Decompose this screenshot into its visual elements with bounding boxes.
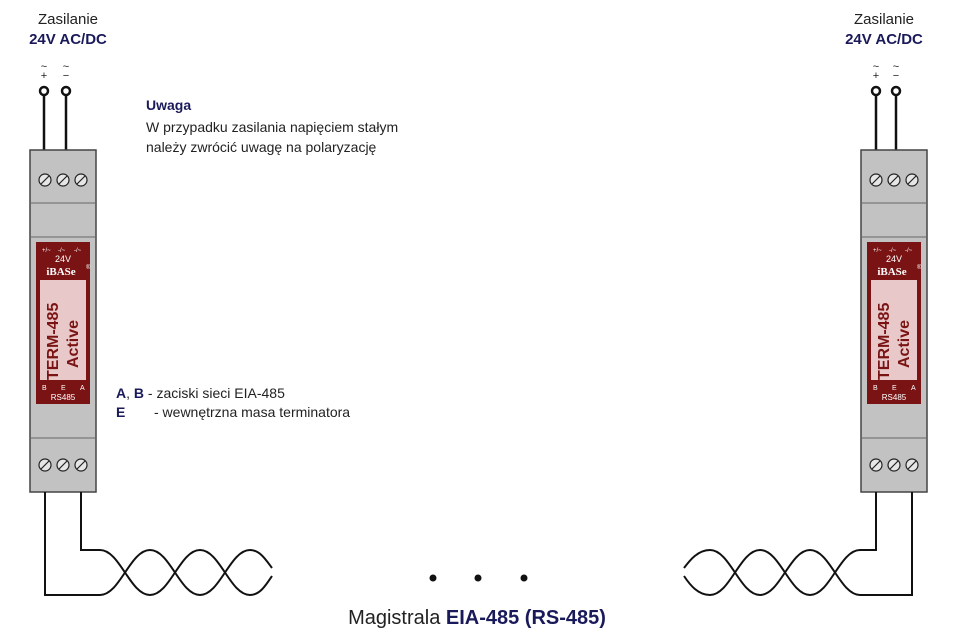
minus-symbol: ~	[63, 61, 69, 73]
svg-text:®: ®	[86, 264, 91, 271]
left-supply-label: Zasilanie 24V AC/DC ~ + ~ −	[29, 11, 107, 82]
svg-text:W przypadku zasilania napięcie: W przypadku zasilania napięciem stałym	[146, 119, 398, 135]
left-module: +/~ -/~ -/~ 24V iBASe ® TERM-485 Active …	[29, 149, 97, 493]
right-supply-wires	[870, 85, 902, 150]
svg-text:24V: 24V	[55, 254, 71, 264]
svg-text:Uwaga: Uwaga	[146, 97, 191, 113]
top-terminal-screws	[869, 173, 919, 187]
plus-symbol-sign: +	[873, 70, 879, 82]
svg-text:E: E	[61, 385, 66, 392]
svg-text:-/~: -/~	[58, 248, 66, 254]
left-supply-wires	[38, 85, 72, 150]
svg-text:- wewnętrzna masa terminatora: - wewnętrzna masa terminatora	[154, 404, 350, 420]
polarity-note: Uwaga W przypadku zasilania napięciem st…	[146, 97, 398, 155]
plus-symbol: ~	[41, 61, 47, 73]
device-label-inner	[40, 280, 86, 380]
svg-text:24V: 24V	[886, 254, 902, 264]
svg-text:+/~: +/~	[42, 248, 51, 254]
svg-text:RS485: RS485	[51, 393, 76, 402]
svg-text:-/~: -/~	[74, 248, 82, 254]
bus-title: Magistrala EIA-485 (RS-485)	[348, 607, 606, 629]
minus-symbol-sign: −	[63, 70, 69, 82]
svg-text:RS485: RS485	[882, 393, 907, 402]
svg-text:E: E	[116, 404, 125, 420]
svg-text:+/~: +/~	[873, 248, 882, 254]
svg-text:E: E	[892, 385, 897, 392]
svg-text:A: A	[911, 385, 916, 392]
bottom-terminal-screws	[38, 458, 88, 472]
svg-text:B: B	[42, 385, 47, 392]
svg-text:-/~: -/~	[905, 248, 913, 254]
svg-text:A, B - zaciski sieci EIA-485: A, B - zaciski sieci EIA-485	[116, 385, 285, 401]
minus-symbol: ~	[893, 61, 899, 73]
left-bus-cable	[44, 492, 273, 597]
svg-text:należy zwrócić uwagę na polary: należy zwrócić uwagę na polaryzację	[146, 139, 377, 155]
svg-text:Active: Active	[65, 320, 82, 368]
top-terminal-screws	[38, 173, 88, 187]
svg-text:B: B	[873, 385, 878, 392]
minus-symbol-sign: −	[893, 70, 899, 82]
terminal-legend: A, B - zaciski sieci EIA-485 E - wewnętr…	[116, 385, 350, 420]
svg-text:A: A	[80, 385, 85, 392]
svg-text:Active: Active	[896, 320, 913, 368]
svg-text:-/~: -/~	[889, 248, 897, 254]
svg-text:Zasilanie: Zasilanie	[854, 11, 914, 28]
svg-text:24V AC/DC: 24V AC/DC	[29, 31, 107, 48]
svg-text:Zasilanie: Zasilanie	[38, 11, 98, 28]
svg-text:®: ®	[917, 264, 922, 271]
continuation-dots	[429, 574, 528, 582]
svg-text:iBASe: iBASe	[877, 266, 906, 278]
svg-text:iBASe: iBASe	[46, 266, 75, 278]
plus-symbol-sign: +	[41, 70, 47, 82]
right-bus-cable	[683, 492, 913, 597]
device-label-inner	[871, 280, 917, 380]
svg-text:24V AC/DC: 24V AC/DC	[845, 31, 923, 48]
svg-text:TERM-485: TERM-485	[45, 303, 62, 380]
right-supply-label: Zasilanie 24V AC/DC ~ + ~ −	[845, 11, 923, 82]
right-module: +/~ -/~ -/~ 24V iBASe ® TERM-485 Active …	[860, 149, 928, 493]
svg-text:TERM-485: TERM-485	[876, 303, 893, 380]
plus-symbol: ~	[873, 61, 879, 73]
bottom-terminal-screws	[869, 458, 919, 472]
